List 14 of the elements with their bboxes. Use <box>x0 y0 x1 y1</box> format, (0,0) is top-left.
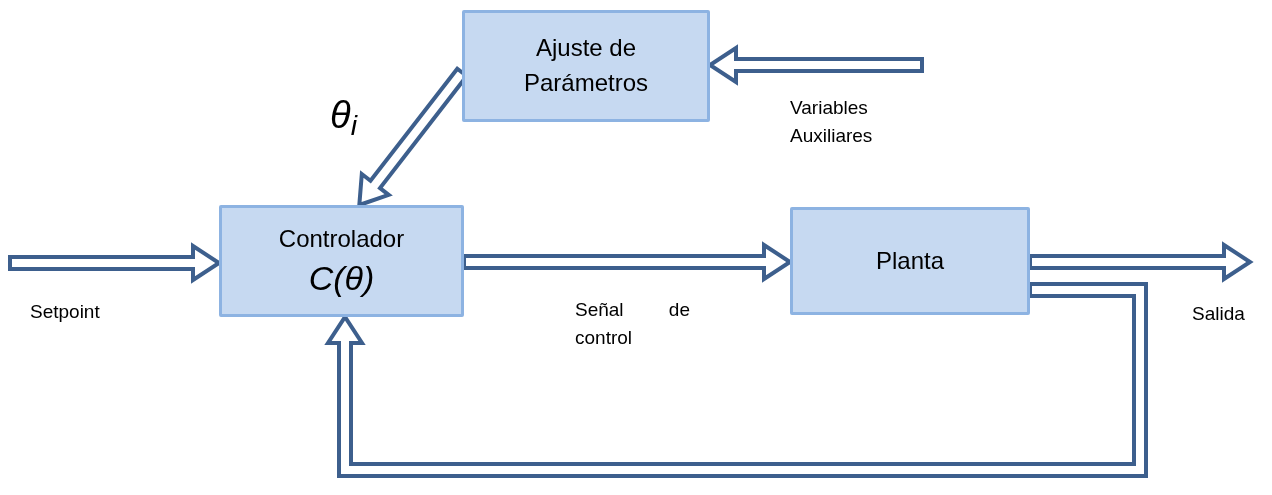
edge-label: Señal de control <box>575 298 690 350</box>
box-title: Controlador <box>277 224 406 255</box>
box-title: Ajuste de Parámetros <box>522 33 649 98</box>
hollow-arrow <box>1028 241 1254 283</box>
hollow-arrow <box>324 282 1148 478</box>
box-title: Planta <box>874 245 946 276</box>
process-box <box>462 10 710 122</box>
process-box <box>219 205 464 317</box>
edge-label: Setpoint <box>30 300 101 324</box>
edge-label: Salida <box>1192 302 1246 326</box>
edge-label: θ$_{i}$ <box>330 96 359 134</box>
edge-label: Variables Auxiliares <box>790 96 874 148</box>
box-formula: C(θ) <box>308 258 375 300</box>
process-box <box>790 207 1030 315</box>
